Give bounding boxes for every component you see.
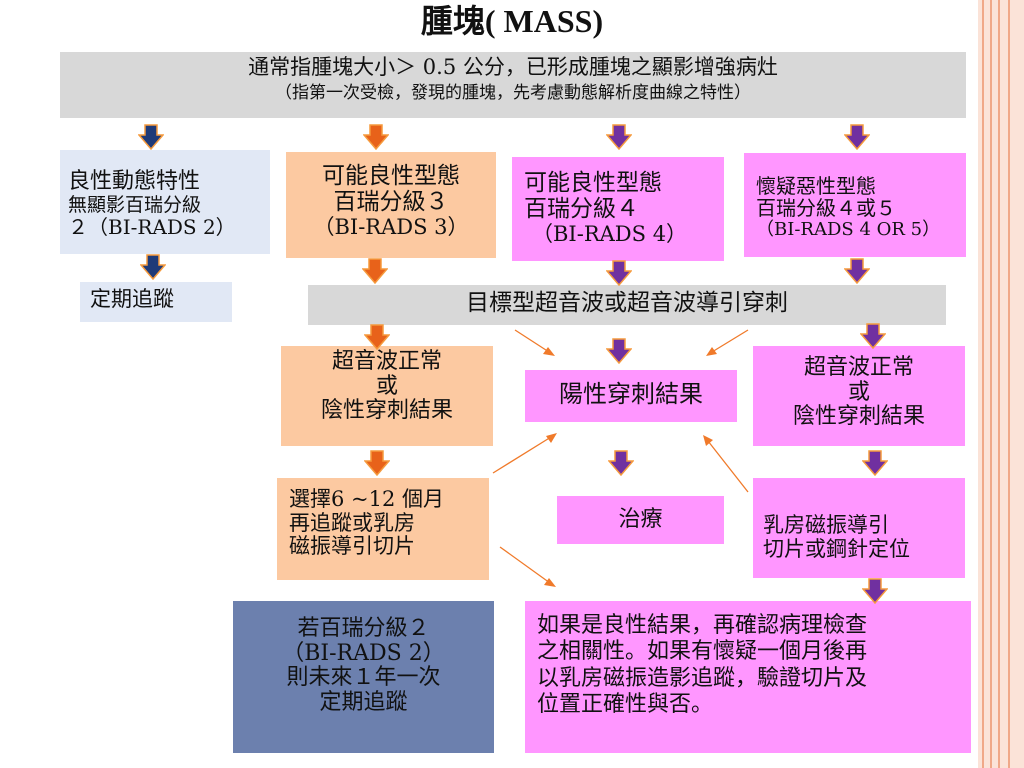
down-arrow-icon <box>606 124 632 150</box>
down-arrow-icon <box>862 450 888 476</box>
definition-line-2: （指第一次受檢，發現的腫塊，先考慮動態解析度曲線之特性） <box>275 82 751 103</box>
probably-benign-3-line-3: （BI-RADS 3） <box>313 214 469 239</box>
connector-arrow <box>703 435 749 493</box>
regular-followup-box: 定期追蹤 <box>80 282 232 322</box>
right-border-decoration <box>978 0 1024 768</box>
benign-dynamic-box: 良性動態特性 無顯影百瑞分級 ２（BI-RADS 2） <box>60 150 270 254</box>
connector-arrow <box>514 329 555 356</box>
positive-biopsy-box: 陽性穿刺結果 <box>525 370 737 422</box>
down-arrow-icon <box>844 124 870 150</box>
left-negative-result-box: 超音波正常 或 陰性穿刺結果 <box>281 346 493 446</box>
mri-biopsy-line-1: 乳房磁振導引 <box>763 513 889 537</box>
positive-biopsy-text: 陽性穿刺結果 <box>559 380 703 408</box>
page-title: 腫塊( MASS) <box>420 3 604 39</box>
probably-benign-3-box: 可能良性型態 百瑞分級３ （BI-RADS 3） <box>286 152 496 258</box>
probably-benign-4-box: 可能良性型態 百瑞分級４ （BI-RADS 4） <box>512 157 724 261</box>
benign-note-line-2: 之相關性。如果有懷疑一個月後再 <box>537 639 868 665</box>
treatment-text: 治療 <box>618 507 663 532</box>
benign-dynamic-line-3: ２（BI-RADS 2） <box>68 214 236 239</box>
benign-note-line-1: 如果是良性結果，再確認病理檢查 <box>537 613 868 638</box>
down-arrow-icon <box>362 258 388 284</box>
benign-note-line-3: 以乳房磁振造影追蹤，驗證切片及 <box>537 665 868 691</box>
suspicious-malignant-line-2: 百瑞分級４或５ <box>756 196 896 221</box>
regular-followup-text: 定期追蹤 <box>90 287 174 311</box>
down-arrow-icon <box>364 450 390 476</box>
right-negative-line-3: 陰性穿刺結果 <box>792 404 925 430</box>
probably-benign-4-line-2: 百瑞分級４ <box>524 195 639 222</box>
down-arrow-icon <box>140 254 166 280</box>
suspicious-malignant-box: 懷疑惡性型態 百瑞分級４或５ （BI-RADS 4 OR 5） <box>744 153 966 257</box>
benign-dynamic-line-1: 良性動態特性 <box>68 169 201 194</box>
probably-benign-3-line-2: 百瑞分級３ <box>333 188 449 215</box>
down-arrow-icon <box>608 450 634 476</box>
biopsy-method-text: 目標型超音波或超音波導引穿刺 <box>466 290 788 316</box>
mri-biopsy-line-2: 切片或鋼針定位 <box>763 536 910 561</box>
right-negative-line-1: 超音波正常 <box>803 355 914 380</box>
birads2-followup-box: 若百瑞分級２ （BI-RADS 2） 則未來１年一次 定期追蹤 <box>233 601 494 753</box>
choose-followup-box: 選擇6 ~12 個月 再追蹤或乳房 磁振導引切片 <box>277 478 489 580</box>
probably-benign-4-line-3: （BI-RADS 4） <box>532 221 688 246</box>
definition-line-1: 通常指腫塊大小＞ 0.5 公分，已形成腫塊之顯影增強病灶 <box>248 55 778 79</box>
birads2-followup-line-4: 定期追蹤 <box>319 689 408 715</box>
connector-arrow <box>492 433 557 474</box>
down-arrow-icon <box>862 578 888 604</box>
choose-followup-line-3: 磁振導引切片 <box>289 534 415 559</box>
down-arrow-icon <box>606 338 632 364</box>
down-arrow-icon <box>138 124 164 150</box>
benign-result-note-box: 如果是良性結果，再確認病理檢查 之相關性。如果有懷疑一個月後再 以乳房磁振造影追… <box>525 601 971 753</box>
probably-benign-3-line-1: 可能良性型態 <box>322 163 460 189</box>
right-negative-line-2: 或 <box>847 379 870 405</box>
choose-followup-line-1: 選擇6 ~12 個月 <box>289 487 445 511</box>
birads2-followup-line-2: （BI-RADS 2） <box>282 640 445 666</box>
left-negative-line-3: 陰性穿刺結果 <box>320 398 453 424</box>
down-arrow-icon <box>606 260 632 286</box>
down-arrow-icon <box>844 258 870 284</box>
down-arrow-icon <box>364 324 390 350</box>
connector-arrow <box>706 329 749 356</box>
benign-note-line-4: 位置正確性與否。 <box>537 692 714 718</box>
choose-followup-line-2: 再追蹤或乳房 <box>289 510 415 535</box>
right-negative-result-box: 超音波正常 或 陰性穿刺結果 <box>753 346 965 446</box>
left-negative-line-1: 超音波正常 <box>331 349 442 374</box>
left-negative-line-2: 或 <box>375 373 398 399</box>
probably-benign-4-line-1: 可能良性型態 <box>524 170 662 196</box>
down-arrow-icon <box>363 124 389 150</box>
treatment-box: 治療 <box>557 496 724 544</box>
birads2-followup-line-3: 則未來１年一次 <box>286 665 441 691</box>
suspicious-malignant-line-1: 懷疑惡性型態 <box>756 174 876 198</box>
mri-biopsy-box: 乳房磁振導引 切片或鋼針定位 <box>753 478 965 578</box>
connector-arrow <box>499 546 556 587</box>
biopsy-method-box: 目標型超音波或超音波導引穿刺 <box>308 285 946 325</box>
benign-dynamic-line-2: 無顯影百瑞分級 <box>68 193 202 216</box>
suspicious-malignant-line-3: （BI-RADS 4 OR 5） <box>756 218 941 240</box>
birads2-followup-line-1: 若百瑞分級２ <box>297 616 430 641</box>
definition-box: 通常指腫塊大小＞ 0.5 公分，已形成腫塊之顯影增強病灶 （指第一次受檢，發現的… <box>60 52 966 118</box>
down-arrow-icon <box>860 323 886 349</box>
